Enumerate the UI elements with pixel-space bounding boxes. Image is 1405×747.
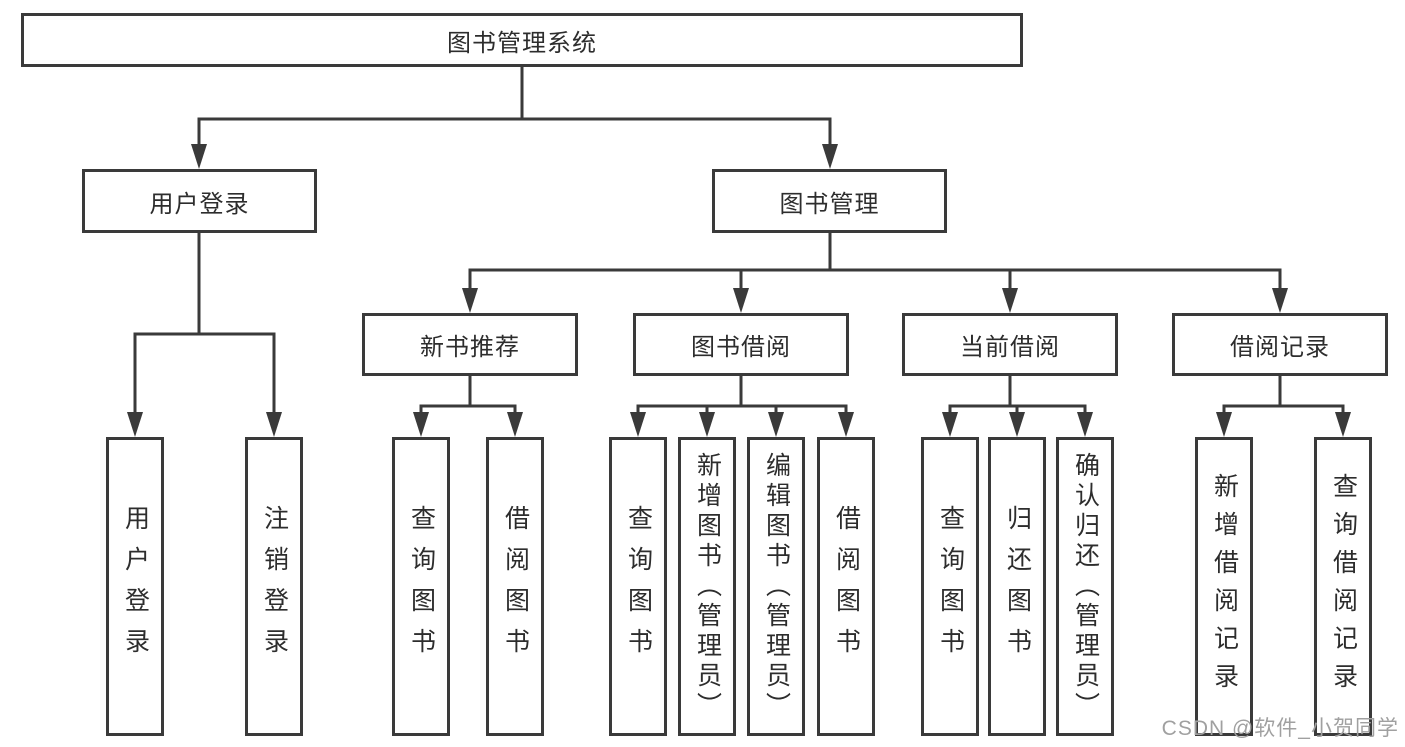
leaf-query-books-1: 查询图书	[392, 437, 450, 736]
leaf-query-borrow-record: 查询借阅记录	[1314, 437, 1372, 736]
leaf-query-books-3: 查询图书	[921, 437, 979, 736]
leaf-borrow-books-2: 借阅图书	[817, 437, 875, 736]
leaf-confirm-return-admin: 确认归还（管理员）	[1056, 437, 1114, 736]
node-label: 图书借阅	[691, 334, 791, 361]
node-book-management: 图书管理	[712, 169, 947, 233]
node-label: 当前借阅	[960, 334, 1060, 361]
leaf-user-login: 用户登录	[106, 437, 164, 736]
node-root-library-system: 图书管理系统	[21, 13, 1023, 67]
node-borrow-records: 借阅记录	[1172, 313, 1388, 376]
leaf-edit-books-admin: 编辑图书（管理员）	[747, 437, 805, 736]
leaf-label: 注销登录	[260, 504, 289, 669]
leaf-label: 借阅图书	[501, 504, 530, 669]
node-book-borrow: 图书借阅	[633, 313, 849, 376]
leaf-label: 归还图书	[1003, 504, 1032, 669]
leaf-label: 查询图书	[624, 504, 653, 669]
leaf-borrow-books-1: 借阅图书	[486, 437, 544, 736]
leaf-label: 新增借阅记录	[1210, 472, 1239, 701]
leaf-add-books-admin: 新增图书（管理员）	[678, 437, 736, 736]
leaf-label: 查询图书	[407, 504, 436, 669]
node-user-login: 用户登录	[82, 169, 317, 233]
leaf-return-books: 归还图书	[988, 437, 1046, 736]
leaf-label: 编辑图书（管理员）	[762, 451, 791, 722]
leaf-logout: 注销登录	[245, 437, 303, 736]
node-label: 用户登录	[149, 190, 250, 218]
leaf-label: 确认归还（管理员）	[1071, 451, 1100, 722]
node-current-borrow: 当前借阅	[902, 313, 1118, 376]
leaf-label: 查询图书	[936, 504, 965, 669]
leaf-label: 查询借阅记录	[1329, 472, 1358, 701]
leaf-add-borrow-record: 新增借阅记录	[1195, 437, 1253, 736]
node-label: 图书管理	[779, 190, 880, 218]
leaf-label: 新增图书（管理员）	[693, 451, 722, 722]
node-label: 借阅记录	[1230, 334, 1330, 361]
node-label: 新书推荐	[420, 334, 520, 361]
csdn-watermark: CSDN @软件_小贺同学	[1161, 717, 1399, 740]
leaf-label: 用户登录	[121, 504, 150, 669]
node-label: 图书管理系统	[447, 29, 597, 57]
node-new-book-recommend: 新书推荐	[362, 313, 578, 376]
arrowheads	[127, 144, 1351, 437]
leaf-label: 借阅图书	[832, 504, 861, 669]
leaf-query-books-2: 查询图书	[609, 437, 667, 736]
